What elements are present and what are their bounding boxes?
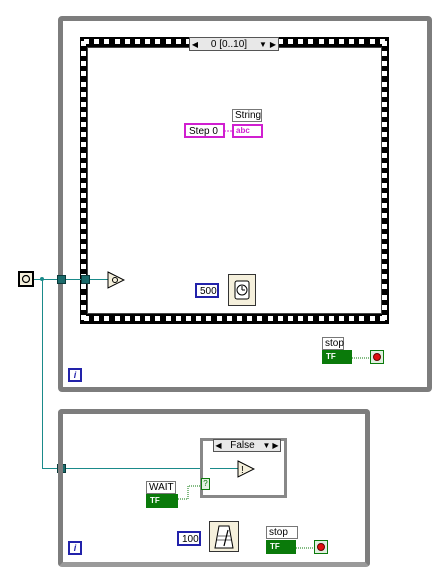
- iteration-terminal: i: [68, 368, 82, 382]
- case-dropdown-arrow-icon[interactable]: ▼: [262, 441, 271, 450]
- wait-wire: [178, 485, 202, 500]
- case-next-arrow-icon[interactable]: ▶: [272, 441, 279, 450]
- string-indicator[interactable]: abc: [232, 124, 263, 138]
- case-selector-label: False: [230, 440, 255, 451]
- refnum-control-icon[interactable]: [18, 271, 34, 287]
- case-selector[interactable]: ◀ False ▼ ▶: [213, 439, 281, 452]
- sequence-frame-selector[interactable]: ◀ 0 [0..10] ▼ ▶: [189, 37, 279, 51]
- metronome-icon[interactable]: [209, 521, 239, 552]
- stop-2-terminal-icon: [314, 540, 328, 554]
- refnum-wire-vertical: [42, 279, 43, 469]
- case-inner-wire: [210, 468, 238, 469]
- metronome-constant[interactable]: 100: [177, 531, 201, 546]
- stop-terminal-icon: [370, 350, 384, 364]
- wait-boolean-control[interactable]: TF: [146, 494, 178, 508]
- case-selector-terminal: ?: [201, 478, 210, 490]
- wait-ms-icon[interactable]: [228, 274, 256, 306]
- film-holes-bottom: [84, 316, 385, 322]
- case-prev-arrow-icon[interactable]: ◀: [215, 441, 222, 450]
- stop-label: stop: [322, 337, 344, 350]
- refnum-wire-top: [34, 279, 112, 280]
- wire-junction-dot: [40, 277, 44, 281]
- increment-arrow-icon[interactable]: ▶: [269, 39, 277, 49]
- stop-boolean-control[interactable]: TF: [322, 350, 352, 364]
- dropdown-arrow-icon[interactable]: ▼: [259, 39, 267, 49]
- sequence-tunnel: [81, 275, 90, 284]
- top-while-loop[interactable]: [58, 16, 432, 392]
- stop-wire: [352, 357, 370, 359]
- svg-text:!: !: [241, 465, 244, 476]
- refnum-wire-bottom: [42, 468, 242, 469]
- sequence-frame-area: [87, 47, 382, 314]
- film-holes-right: [382, 41, 388, 320]
- case-structure[interactable]: ◀ False ▼ ▶: [200, 438, 287, 498]
- bottom-while-loop[interactable]: [58, 409, 370, 567]
- string-indicator-label: String: [232, 109, 262, 122]
- string-wire: [224, 130, 234, 132]
- not-equal-icon[interactable]: [107, 271, 125, 289]
- wait-label: WAIT: [146, 481, 176, 494]
- not-equal-icon[interactable]: !: [237, 460, 255, 478]
- iteration-terminal-2: i: [68, 541, 82, 555]
- stop-2-wire: [296, 547, 314, 549]
- stop-2-label: stop 2: [266, 526, 298, 550]
- decrement-arrow-icon[interactable]: ◀: [191, 39, 199, 49]
- film-holes-left: [81, 41, 87, 320]
- wait-ms-constant[interactable]: 500: [195, 283, 219, 298]
- top-loop-tunnel: [57, 275, 66, 284]
- step-string-constant[interactable]: Step 0: [184, 123, 225, 138]
- stop-2-boolean-control[interactable]: TF: [266, 540, 296, 554]
- frame-selector-label: 0 [0..10]: [210, 38, 248, 50]
